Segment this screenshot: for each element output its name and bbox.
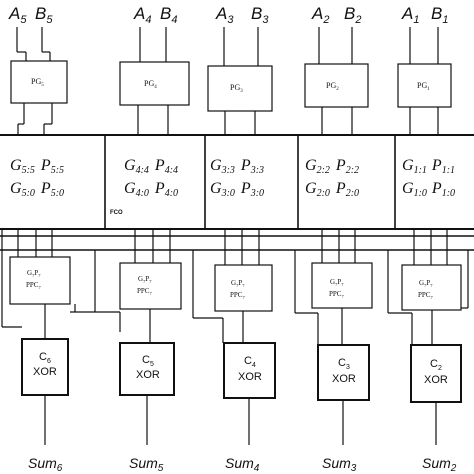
gppc-block-3: G7P7 PPC7 [214,264,273,312]
gppc-block-2: G7P7 PPC7 [311,262,373,309]
svg-text:G7P7: G7P7 [330,278,344,287]
svg-text:C4: C4 [244,355,256,369]
pg-block-1: PG1 [397,63,452,108]
cxor-block-4: C4 XOR [223,342,276,399]
input-a3-label: A3 [215,4,234,26]
cxor-block-3: C3 XOR [317,344,370,401]
input-b4-label: B4 [160,4,177,26]
gppc-block-1: G7P7 PPC7 [401,264,462,311]
input-a2-label: A2 [311,4,329,26]
input-b3-label: B3 [251,4,269,26]
input-labels: A5 B5 A4 B4 A3 B3 A2 B2 A1 B1 [8,4,448,26]
svg-text:XOR: XOR [136,369,160,381]
svg-text:PG5: PG5 [31,77,44,88]
svg-text:G7P7: G7P7 [27,269,41,278]
svg-text:PPC7: PPC7 [26,281,41,290]
svg-text:G7P7: G7P7 [231,279,245,288]
svg-text:PPC7: PPC7 [137,287,152,296]
input-a1-label: A1 [401,4,419,26]
gppc-to-xor-wires [1,229,468,345]
svg-text:C3: C3 [338,357,350,371]
sum-3-label: Sum3 [322,455,357,474]
svg-text:PG1: PG1 [417,81,430,92]
sum-6-label: Sum6 [28,455,63,474]
pg-block-3: PG3 [207,65,273,112]
svg-text:G7P7: G7P7 [138,275,152,284]
sum-wires [44,395,437,445]
fco-label: FCO [110,210,123,216]
svg-text:PG4: PG4 [144,79,157,90]
svg-text:G7P7: G7P7 [419,279,433,288]
gppc-block-5: G7P7 PPC7 [9,256,71,305]
svg-text:PG2: PG2 [326,81,339,92]
input-b5-label: B5 [35,4,53,26]
input-a5-label: A5 [8,4,27,26]
svg-text:PPC7: PPC7 [230,291,245,300]
sum-labels: Sum6 Sum5 Sum4 Sum3 Sum2 [28,455,457,474]
input-b2-label: B2 [344,4,361,26]
sum-4-label: Sum4 [225,455,260,474]
svg-text:XOR: XOR [33,366,57,378]
svg-text:C2: C2 [430,358,442,372]
sum-2-label: Sum2 [422,455,457,474]
svg-text:C6: C6 [39,351,51,365]
svg-text:XOR: XOR [424,374,448,386]
bus-to-gppc-wires [17,229,469,318]
sum-5-label: Sum5 [129,455,164,474]
input-wires [16,27,439,66]
svg-text:PG3: PG3 [230,83,243,94]
pg-block-2: PG2 [304,63,369,108]
prefix-network [0,134,474,251]
gppc-block-4: G7P7 PPC7 [119,262,182,310]
pg-block-4: PG4 [119,61,190,106]
pg-block-5: PG5 [10,60,68,104]
cxor-block-6: C6 XOR [21,338,69,396]
svg-text:PPC7: PPC7 [329,290,344,299]
pg-blocks: PG5 PG4 PG3 PG2 PG1 [10,60,452,112]
input-a4-label: A4 [133,4,151,26]
svg-text:C5: C5 [142,354,154,368]
pg-output-wires [17,103,439,135]
svg-text:PPC7: PPC7 [418,291,433,300]
cxor-block-2: C2 XOR [410,344,462,403]
input-b1-label: B1 [431,4,448,26]
svg-text:XOR: XOR [332,373,356,385]
gppc-blocks: G7P7 PPC7 G7P7 PPC7 G7P7 PPC7 G7P7 PPC7 … [9,256,462,312]
cxor-block-5: C5 XOR [119,342,175,396]
svg-text:XOR: XOR [238,371,262,383]
cxor-blocks: C6 XOR C5 XOR C4 XOR C3 XOR C2 XOR [21,338,462,403]
